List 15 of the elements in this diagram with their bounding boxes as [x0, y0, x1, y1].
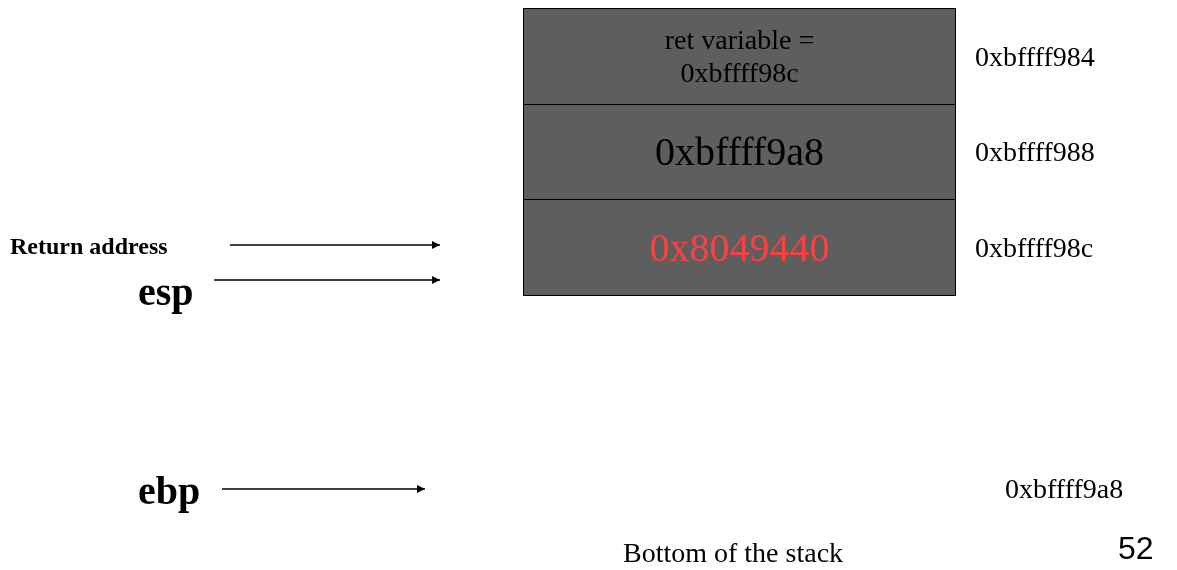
stack-cell: 0xbffff9a8	[523, 104, 956, 200]
register-label: esp	[138, 270, 212, 314]
arrow	[229, 241, 441, 249]
arrow	[221, 485, 426, 493]
address-label: 0xbffff988	[975, 135, 1095, 169]
stack-cell: 0x8049440	[523, 199, 956, 296]
arrow	[213, 276, 441, 284]
page-number: 52	[1118, 530, 1154, 566]
register-label: ebp	[138, 468, 220, 514]
address-label: 0xbffff984	[975, 39, 1095, 74]
caption-text: Bottom of the stack	[623, 536, 844, 570]
stack-cell: ret variable = 0xbffff98c	[523, 8, 956, 105]
pointer-label: Return address	[10, 230, 228, 262]
address-label: 0xbffff98c	[975, 230, 1094, 265]
address-label: 0xbffff9a8	[1005, 472, 1124, 506]
